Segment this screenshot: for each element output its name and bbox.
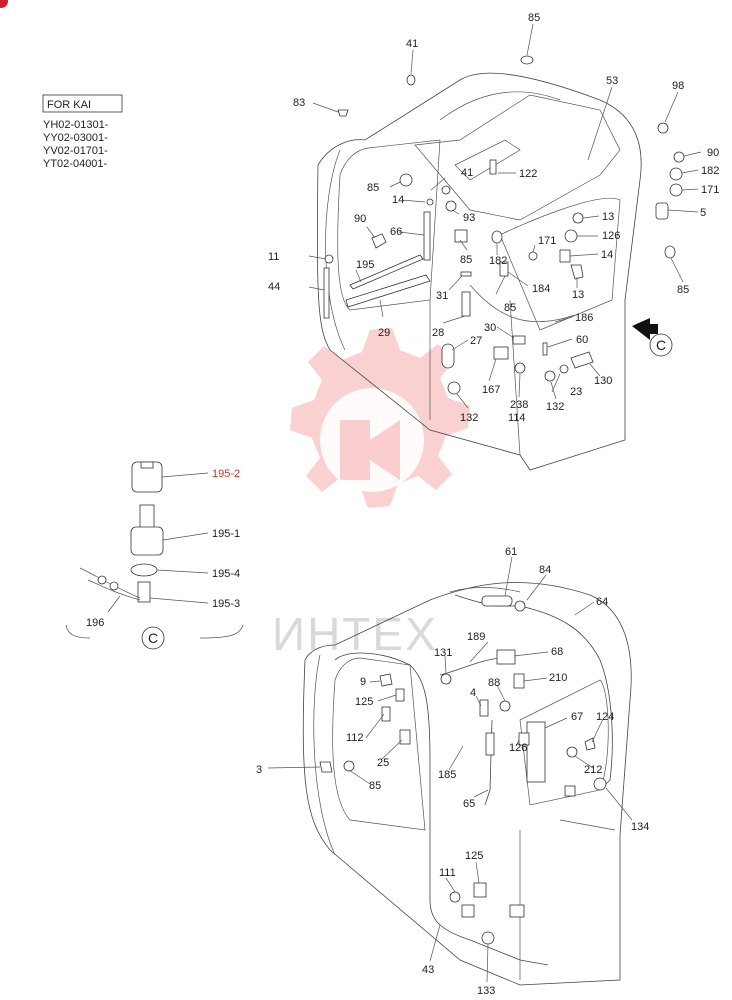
- top-callouts: 85 41 53 98 83 122 41 90 182 171 5 85 14…: [268, 12, 719, 424]
- corner-badge: [0, 0, 8, 8]
- svg-text:9: 9: [360, 676, 366, 688]
- svg-text:171: 171: [701, 184, 719, 196]
- svg-text:14: 14: [392, 194, 404, 206]
- svg-text:171: 171: [538, 235, 556, 247]
- svg-text:212: 212: [584, 764, 602, 776]
- svg-text:182: 182: [701, 165, 719, 177]
- detail-c-leaders: [107, 472, 209, 613]
- cab-top-outline: [316, 72, 642, 471]
- svg-text:130: 130: [594, 375, 612, 387]
- svg-text:134: 134: [631, 821, 649, 833]
- svg-text:85: 85: [504, 302, 516, 314]
- svg-text:5: 5: [700, 207, 706, 219]
- detail-c-parts: [65, 461, 244, 639]
- svg-text:61: 61: [505, 546, 517, 558]
- view-label-top: C: [656, 337, 666, 353]
- watermark-text: ИНТЕХ: [272, 608, 438, 660]
- serial-4: YT02-04001-: [43, 158, 108, 170]
- svg-text:133: 133: [477, 985, 495, 997]
- svg-text:114: 114: [508, 412, 526, 424]
- svg-text:60: 60: [576, 334, 588, 346]
- svg-text:125: 125: [355, 696, 373, 708]
- svg-text:126: 126: [509, 742, 527, 754]
- svg-text:53: 53: [606, 75, 618, 87]
- svg-text:14: 14: [601, 249, 613, 261]
- svg-text:238: 238: [510, 399, 528, 411]
- svg-text:90: 90: [354, 213, 366, 225]
- svg-text:126: 126: [602, 230, 620, 242]
- svg-text:167: 167: [482, 384, 500, 396]
- svg-text:85: 85: [528, 12, 540, 24]
- svg-text:195: 195: [356, 259, 374, 271]
- svg-text:186: 186: [575, 312, 593, 324]
- svg-text:43: 43: [422, 964, 434, 976]
- svg-text:184: 184: [532, 283, 550, 295]
- svg-text:124: 124: [596, 711, 614, 723]
- svg-text:90: 90: [707, 147, 719, 159]
- top-leaders: [308, 23, 702, 409]
- svg-text:28: 28: [432, 327, 444, 339]
- svg-text:195-4: 195-4: [212, 568, 240, 580]
- svg-text:185: 185: [438, 769, 456, 781]
- svg-text:3: 3: [256, 764, 262, 776]
- serial-1: YH02-01301-: [43, 119, 109, 131]
- svg-text:189: 189: [467, 631, 485, 643]
- svg-text:67: 67: [571, 711, 583, 723]
- svg-text:195-1: 195-1: [212, 528, 240, 540]
- svg-text:84: 84: [539, 564, 551, 576]
- svg-text:210: 210: [549, 672, 567, 684]
- svg-text:111: 111: [439, 867, 456, 879]
- svg-text:30: 30: [484, 322, 496, 334]
- watermark-gear-icon: [290, 328, 470, 508]
- svg-text:25: 25: [377, 757, 389, 769]
- svg-text:182: 182: [489, 255, 507, 267]
- svg-text:125: 125: [465, 850, 483, 862]
- svg-text:68: 68: [551, 646, 563, 658]
- serial-2: YY02-03001-: [43, 132, 108, 144]
- svg-text:93: 93: [463, 212, 475, 224]
- svg-text:112: 112: [346, 732, 364, 744]
- svg-text:131: 131: [434, 647, 452, 659]
- svg-text:195-3: 195-3: [212, 598, 240, 610]
- svg-text:132: 132: [546, 401, 564, 413]
- svg-text:27: 27: [470, 335, 482, 347]
- serial-3: YV02-01701-: [43, 145, 108, 157]
- detail-c-callouts: 195-2 195-1 195-4 195-3 196: [86, 468, 240, 629]
- svg-text:11: 11: [268, 251, 279, 263]
- svg-text:4: 4: [470, 687, 476, 699]
- for-kai-label: FOR KAI: [47, 99, 91, 111]
- svg-text:13: 13: [572, 289, 584, 301]
- svg-text:44: 44: [268, 281, 280, 293]
- svg-text:85: 85: [367, 182, 379, 194]
- svg-text:65: 65: [463, 798, 475, 810]
- svg-text:29: 29: [378, 327, 390, 339]
- svg-text:13: 13: [602, 211, 614, 223]
- view-label-detail: C: [148, 630, 158, 646]
- top-parts: C: [323, 55, 685, 395]
- view-c-circle: [141, 626, 165, 650]
- svg-text:23: 23: [570, 386, 582, 398]
- svg-text:85: 85: [369, 780, 381, 792]
- cab-bottom-outline: [302, 582, 632, 986]
- svg-text:64: 64: [596, 596, 608, 608]
- svg-text:66: 66: [390, 226, 402, 238]
- svg-text:88: 88: [488, 677, 500, 689]
- bottom-callouts: 61 84 64 189 131 68 9 88 210 4 125 67 12…: [256, 546, 649, 997]
- svg-text:85: 85: [460, 254, 472, 266]
- view-arrow-icon: [632, 318, 658, 340]
- svg-text:41: 41: [406, 38, 418, 50]
- callout-132: 132: [460, 412, 478, 424]
- svg-text:83: 83: [293, 97, 305, 109]
- svg-text:98: 98: [672, 80, 684, 92]
- bottom-leaders: [267, 556, 633, 983]
- svg-text:41: 41: [461, 167, 473, 179]
- svg-text:122: 122: [519, 168, 537, 180]
- svg-text:31: 31: [436, 290, 448, 302]
- svg-text:196: 196: [86, 617, 104, 629]
- for-kai-box: [42, 94, 123, 113]
- svg-text:85: 85: [677, 284, 689, 296]
- svg-text:195-2: 195-2: [212, 468, 240, 480]
